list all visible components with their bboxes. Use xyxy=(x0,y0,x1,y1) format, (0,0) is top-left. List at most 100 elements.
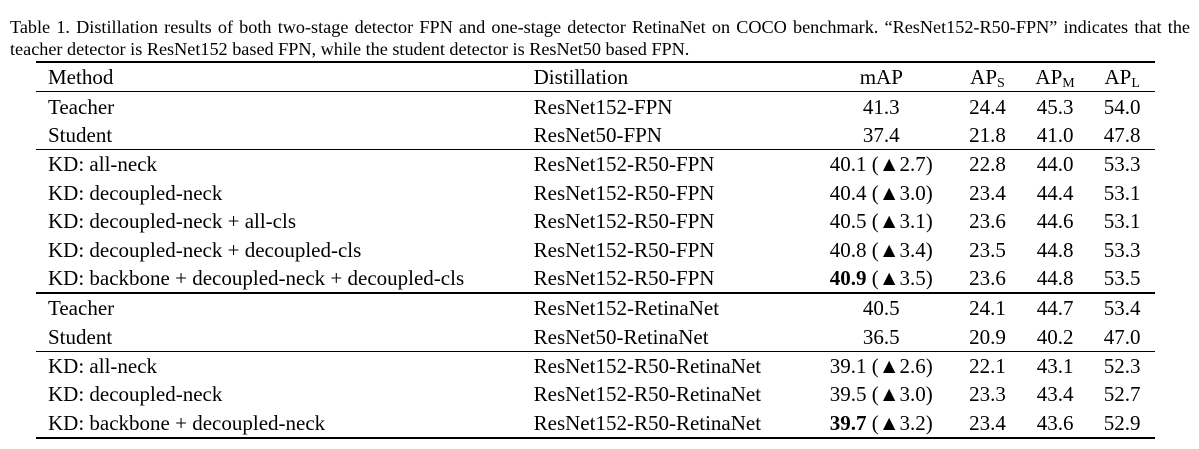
cell-ap-medium: 43.4 xyxy=(1036,382,1074,407)
cell-method: KD: backbone + decoupled-neck xyxy=(36,408,534,440)
table-row: KD: decoupled-neck ResNet152-R50-RetinaN… xyxy=(36,380,1155,408)
cell-map-value: 41.3 xyxy=(862,94,900,119)
header-ap-small: APS xyxy=(954,61,1021,93)
cell-method: KD: backbone + decoupled-neck + decouple… xyxy=(48,265,465,290)
cell-ap-small-best: 23.6 xyxy=(969,265,1006,290)
table-header-row: Method Distillation mAP APS APM APL xyxy=(36,61,1155,93)
cell-map-value: 37.4 xyxy=(862,122,900,147)
cell-map-delta: (▲3.2) xyxy=(866,410,933,435)
cell-map-delta: (▲2.7) xyxy=(866,152,933,177)
cell-ap-small: 24.1 xyxy=(954,292,1021,323)
table-row: KD: decoupled-neck + all-cls ResNet152-R… xyxy=(36,207,1155,235)
cell-map-value: 39.5 xyxy=(829,382,867,407)
cell-map-delta: (▲3.1) xyxy=(866,209,933,234)
table-row-best: KD: backbone + decoupled-neck ResNet152-… xyxy=(36,408,1155,440)
cell-ap-small: 23.5 xyxy=(969,237,1006,262)
cell-method: KD: decoupled-neck xyxy=(48,180,223,205)
cell-distillation: ResNet152-R50-FPN xyxy=(533,149,809,179)
cell-ap-medium: 41.0 xyxy=(1036,122,1074,147)
cell-ap-small: 23.4 xyxy=(969,180,1006,205)
table-row: KD: all-neck ResNet152-R50-FPN 40.1 (▲2.… xyxy=(36,149,1155,179)
cell-map-value: 40.8 xyxy=(829,237,867,262)
cell-ap-medium: 44.0 xyxy=(1020,149,1090,179)
cell-ap-large: 53.3 xyxy=(1103,237,1141,262)
cell-method: Teacher xyxy=(36,292,534,323)
cell-distillation: ResNet152-R50-RetinaNet xyxy=(533,350,809,381)
cell-map: 39.5 (▲3.0) xyxy=(808,380,954,408)
cell-ap-large: 47.8 xyxy=(1103,122,1141,147)
header-ap-large: APL xyxy=(1089,61,1155,93)
table-row: KD: all-neck ResNet152-R50-RetinaNet 39.… xyxy=(36,350,1155,381)
cell-method: KD: decoupled-neck + decoupled-cls xyxy=(48,237,362,262)
cell-map: 40.5 xyxy=(808,292,955,323)
cell-ap-large: 47.0 xyxy=(1103,324,1141,349)
header-map: mAP xyxy=(808,61,955,93)
cell-ap-medium: 44.6 xyxy=(1036,209,1074,234)
table-row: KD: decoupled-neck + decoupled-cls ResNe… xyxy=(36,235,1155,263)
cell-map: 40.4 (▲3.0) xyxy=(808,179,954,207)
header-method: Method xyxy=(36,61,534,93)
cell-ap-medium: 45.3 xyxy=(1036,94,1074,119)
cell-ap-large-best: 53.5 xyxy=(1103,265,1141,290)
cell-map: 40.8 (▲3.4) xyxy=(808,235,954,263)
cell-method: Student xyxy=(48,324,113,349)
cell-map-value: 39.1 xyxy=(829,354,867,379)
cell-ap-large: 54.0 xyxy=(1103,94,1141,119)
cell-map-value: 40.1 xyxy=(829,152,867,177)
cell-ap-large-best: 52.9 xyxy=(1089,408,1155,440)
cell-map-delta: (▲3.5) xyxy=(866,265,933,290)
cell-map-delta: (▲3.0) xyxy=(866,382,933,407)
cell-map-delta: (▲3.4) xyxy=(866,237,933,262)
cell-map: 40.1 (▲2.7) xyxy=(808,149,955,179)
header-ap-medium-main: AP xyxy=(1035,65,1063,90)
table-row: Teacher ResNet152-RetinaNet 40.5 24.1 44… xyxy=(36,292,1155,323)
cell-ap-large: 53.1 xyxy=(1103,180,1141,205)
cell-distillation: ResNet152-R50-FPN xyxy=(533,209,715,234)
header-ap-medium: APM xyxy=(1020,61,1090,93)
cell-distillation: ResNet152-R50-RetinaNet xyxy=(533,408,809,440)
table-row-best: KD: backbone + decoupled-neck + decouple… xyxy=(36,264,1155,293)
cell-map-value: 40.5 xyxy=(829,209,867,234)
header-ap-large-sub: L xyxy=(1131,76,1140,92)
cell-method: Teacher xyxy=(48,94,115,119)
cell-map: 36.5 xyxy=(808,323,954,352)
header-ap-medium-sub: M xyxy=(1062,76,1075,92)
table-row: Student ResNet50-RetinaNet 36.5 20.9 40.… xyxy=(36,323,1155,352)
header-ap-small-main: AP xyxy=(970,65,998,90)
cell-ap-small: 23.6 xyxy=(969,209,1006,234)
cell-distillation: ResNet152-R50-FPN xyxy=(533,180,715,205)
cell-ap-small-best: 23.4 xyxy=(954,408,1021,440)
table-row: Teacher ResNet152-FPN 41.3 24.4 45.3 54.… xyxy=(36,92,1155,121)
cell-ap-medium: 44.4 xyxy=(1036,180,1074,205)
cell-ap-medium: 44.7 xyxy=(1020,292,1090,323)
cell-distillation: ResNet152-R50-RetinaNet xyxy=(533,382,762,407)
table-caption: Table 1. Distillation results of both tw… xyxy=(10,17,1190,59)
table-row: KD: decoupled-neck ResNet152-R50-FPN 40.… xyxy=(36,179,1155,207)
cell-ap-medium: 44.8 xyxy=(1036,237,1074,262)
cell-map: 39.7 (▲3.2) xyxy=(808,408,955,440)
cell-map-value-best: 39.7 xyxy=(829,410,867,435)
cell-distillation: ResNet50-FPN xyxy=(533,122,662,147)
cell-ap-medium-best: 43.6 xyxy=(1020,408,1090,440)
cell-ap-small: 22.8 xyxy=(954,149,1021,179)
cell-distillation: ResNet50-RetinaNet xyxy=(533,324,709,349)
cell-distillation: ResNet152-FPN xyxy=(533,94,673,119)
cell-ap-large: 53.3 xyxy=(1089,149,1155,179)
cell-map: 40.5 (▲3.1) xyxy=(808,207,954,235)
cell-distillation: ResNet152-R50-FPN xyxy=(533,265,715,290)
table-row: Student ResNet50-FPN 37.4 21.8 41.0 47.8 xyxy=(36,121,1155,150)
header-ap-large-main: AP xyxy=(1104,65,1132,90)
cell-map: 39.1 (▲2.6) xyxy=(808,350,955,381)
cell-method: KD: decoupled-neck xyxy=(48,382,223,407)
cell-ap-large: 52.7 xyxy=(1103,382,1141,407)
cell-ap-medium: 40.2 xyxy=(1036,324,1074,349)
cell-ap-large: 53.4 xyxy=(1089,292,1155,323)
cell-method: KD: all-neck xyxy=(36,149,534,179)
cell-ap-small: 21.8 xyxy=(969,122,1006,147)
cell-map-value: 36.5 xyxy=(862,324,900,349)
cell-distillation: ResNet152-R50-FPN xyxy=(533,237,715,262)
cell-ap-small: 22.1 xyxy=(954,350,1021,381)
cell-map-value-best: 40.9 xyxy=(829,265,867,290)
cell-map-delta: (▲3.0) xyxy=(866,180,933,205)
